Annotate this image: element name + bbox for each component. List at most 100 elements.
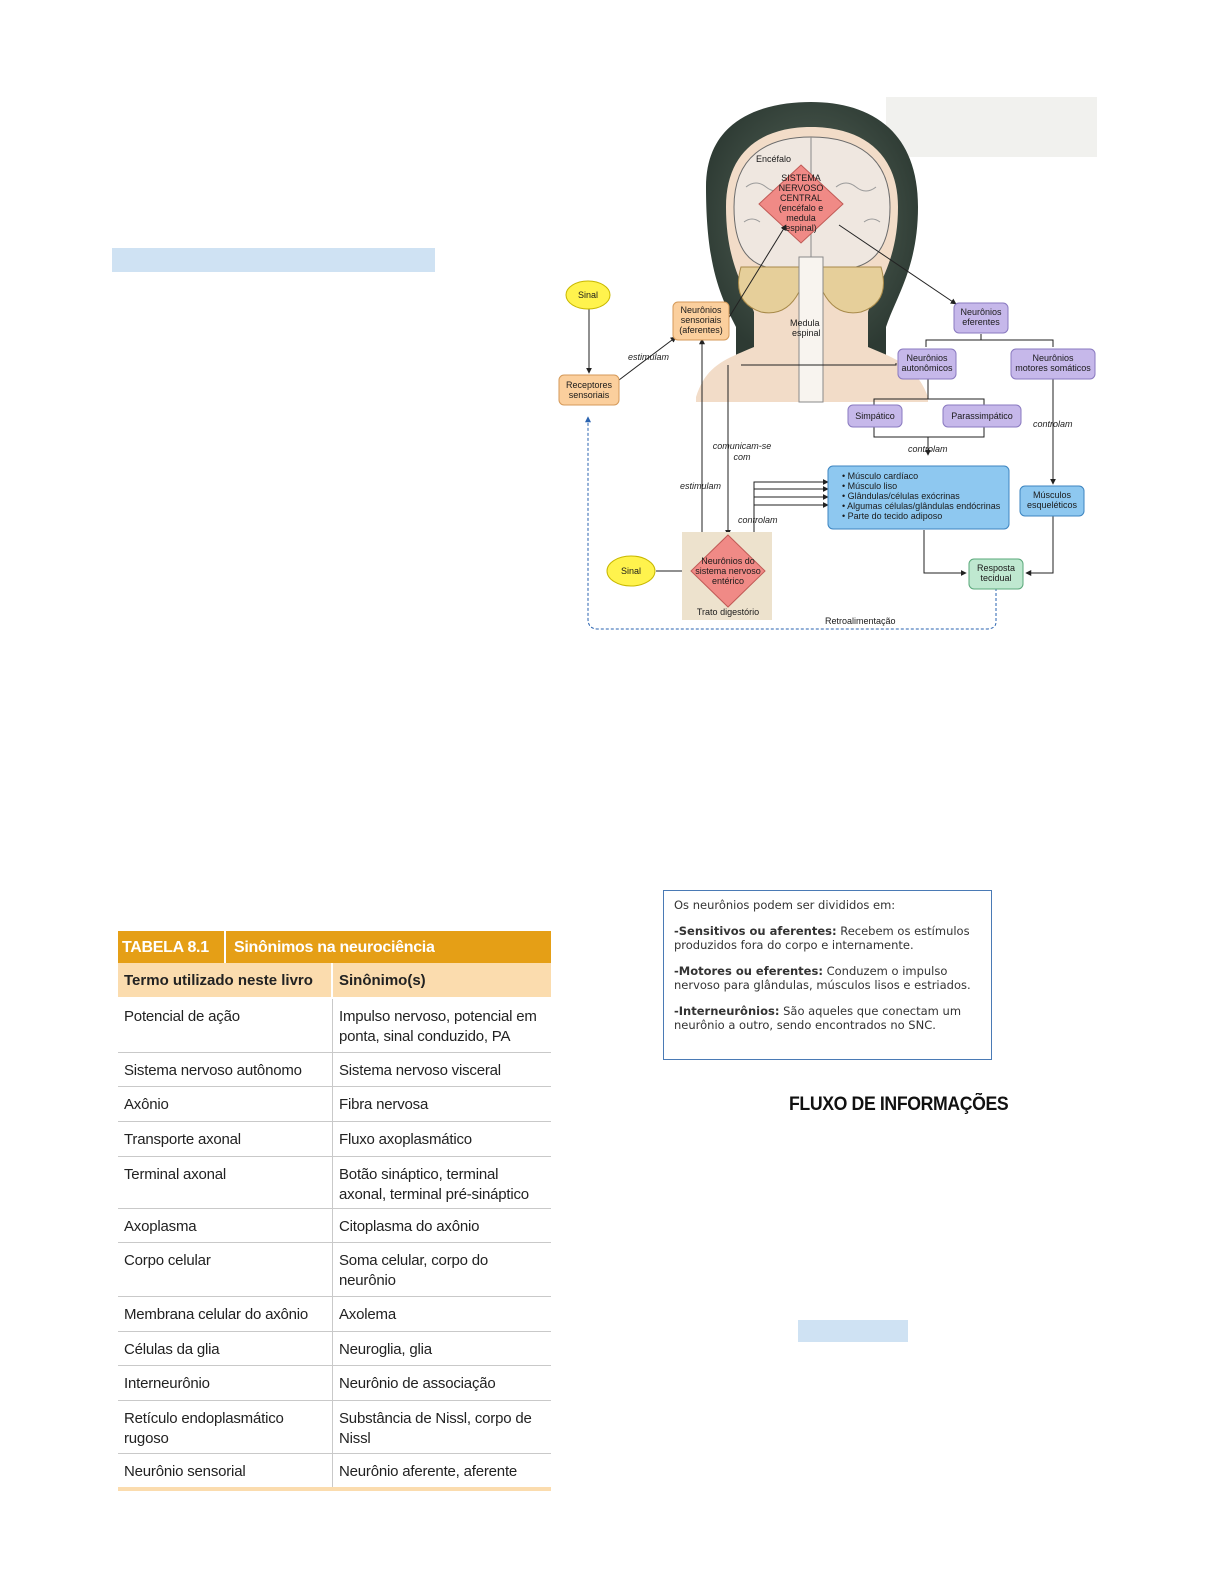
control-label: controlam (738, 515, 778, 525)
somatic-motor-neurons-node (1010, 348, 1096, 380)
synonym-cell: Neurônio aferente, aferente (339, 1463, 518, 1480)
cns-label: CENTRAL (780, 193, 822, 203)
signal-node (565, 280, 611, 310)
tissue-response-label: Resposta (977, 563, 1015, 573)
term-cell: Sistema nervoso autônomo (118, 1053, 333, 1086)
term-cell: Axoplasma (118, 1209, 333, 1242)
spinal-cord-label: Medula (790, 318, 820, 328)
synonym-cell: Sistema nervoso visceral (339, 1062, 501, 1079)
receptors-label: sensoriais (569, 390, 610, 400)
feedback-label: Retroalimentação (825, 616, 896, 626)
effector-item: • Parte do tecido adiposo (842, 511, 942, 521)
motor-term: -Motores ou eferentes: (674, 964, 823, 978)
parasympathetic-node (942, 404, 1022, 428)
term-cell: Retículo endoplasmático rugoso (118, 1401, 333, 1453)
cns-label: NERVOSO (779, 183, 824, 193)
encefalo-label: Encéfalo (756, 154, 791, 164)
autonomic-label: Neurônios (906, 353, 948, 363)
communicate-label: com (733, 452, 751, 462)
cns-diamond (758, 164, 844, 244)
sensory-neurons-node (672, 301, 730, 341)
cns-label: espinal) (785, 223, 817, 233)
intro-text: Os neurônios podem ser divididos em: (674, 898, 896, 912)
term-cell: Membrana celular do axônio (118, 1297, 333, 1331)
enteric-label: entérico (712, 576, 744, 586)
autonomic-neurons-node (897, 348, 957, 380)
synonym-cell: Fluxo axoplasmático (339, 1131, 472, 1148)
synonym-cell: Fibra nervosa (339, 1096, 429, 1113)
term-cell: Neurônio sensorial (118, 1454, 333, 1487)
effector-item: • Glândulas/células exócrinas (842, 491, 960, 501)
table-row: Membrana celular do axônio Axolema (118, 1297, 551, 1332)
efferent-neurons-node (953, 302, 1009, 334)
synonym-cell: Substância de Nissl, corpo de Nissl (339, 1410, 532, 1447)
signal-label: Sinal (578, 290, 598, 300)
synonym-cell: Soma celular, corpo do neurônio (339, 1252, 489, 1289)
spinal-cord-label: espinal (792, 328, 821, 338)
cns-label: medula (786, 213, 816, 223)
table-row: Sistema nervoso autônomo Sistema nervoso … (118, 1053, 551, 1087)
communicate-label: comunicam-se (713, 441, 772, 451)
highlight-bar (112, 248, 435, 272)
receptors-label: Receptores (566, 380, 613, 390)
sensory-description: Recebem os estímulos produzidos fora do … (674, 924, 970, 952)
synonym-cell: Botão sináptico, terminal axonal, termin… (339, 1166, 529, 1203)
signal-node (606, 555, 656, 587)
synonym-cell: Citoplasma do axônio (339, 1218, 480, 1235)
nervous-system-diagram: Encéfalo SISTEMA NERVOSO CENTRAL (encéfa… (556, 97, 1097, 632)
motor-description: Conduzem o impulso nervoso para glândula… (674, 964, 971, 992)
sensory-neurons-label: sensoriais (681, 315, 722, 325)
synonym-cell: Impulso nervoso, potencial em ponta, sin… (339, 1008, 537, 1045)
motor-item: -Motores ou eferentes: Conduzem o impuls… (674, 964, 981, 992)
effector-item: • Algumas células/glândulas endócrinas (842, 501, 1001, 511)
term-cell: Potencial de ação (118, 999, 333, 1052)
interneuron-item: -Interneurônios: São aqueles que conecta… (674, 1004, 981, 1032)
enteric-label: Neurônios do (701, 556, 755, 566)
sympathetic-label: Simpático (855, 411, 895, 421)
sensory-item: -Sensitivos ou aferentes: Recebem os est… (674, 924, 981, 952)
tissue-response-node (968, 558, 1024, 590)
sympathetic-node (847, 404, 903, 428)
highlight-bar (798, 1320, 908, 1342)
interneuron-description: São aqueles que conectam um neurônio a o… (674, 1004, 962, 1032)
section-heading: FLUXO DE INFORMAÇÕES (789, 1094, 1009, 1115)
stimulate-label: estimulam (628, 352, 670, 362)
tissue-response-label: tecidual (980, 573, 1011, 583)
synonym-cell: Neuroglia, glia (339, 1341, 432, 1358)
cns-label: SISTEMA (781, 173, 821, 183)
column-header-term: Termo utilizado neste livro (118, 963, 333, 997)
effectors-node (827, 465, 1010, 530)
motor-label: motores somáticos (1015, 363, 1091, 373)
term-cell: Transporte axonal (118, 1122, 333, 1156)
control-label: controlam (1033, 419, 1073, 429)
table-tag: TABELA 8.1 (118, 931, 226, 963)
term-cell: Corpo celular (118, 1243, 333, 1296)
term-cell: Células da glia (118, 1332, 333, 1365)
parasympathetic-label: Parassimpático (951, 411, 1013, 421)
sensory-neurons-label: Neurônios (680, 305, 722, 315)
control-label: controlam (908, 444, 948, 454)
motor-label: Neurônios (1032, 353, 1074, 363)
skeletal-muscles-label: Músculos (1033, 490, 1072, 500)
synonym-cell: Neurônio de associação (339, 1375, 496, 1392)
signal-label: Sinal (621, 566, 641, 576)
table-header: TABELA 8.1 Sinônimos na neurociência (118, 931, 551, 963)
synonyms-table: TABELA 8.1 Sinônimos na neurociência Ter… (118, 931, 551, 1491)
sensory-neurons-label: (aferentes) (679, 325, 723, 335)
efferent-label: Neurônios (960, 307, 1002, 317)
table-row: Transporte axonal Fluxo axoplasmático (118, 1122, 551, 1157)
table-row: Neurônio sensorial Neurônio aferente, afe… (118, 1454, 551, 1487)
table-footer-rule (118, 1487, 551, 1491)
enteric-neurons-node (690, 534, 766, 608)
cns-label: (encéfalo e (779, 203, 824, 213)
synonym-cell: Axolema (339, 1306, 396, 1323)
digestive-tract-label: Trato digestório (697, 607, 759, 617)
sensory-receptors-node (558, 374, 620, 406)
efferent-label: eferentes (962, 317, 1000, 327)
table-column-headers: Termo utilizado neste livro Sinônimo(s) (118, 963, 551, 999)
